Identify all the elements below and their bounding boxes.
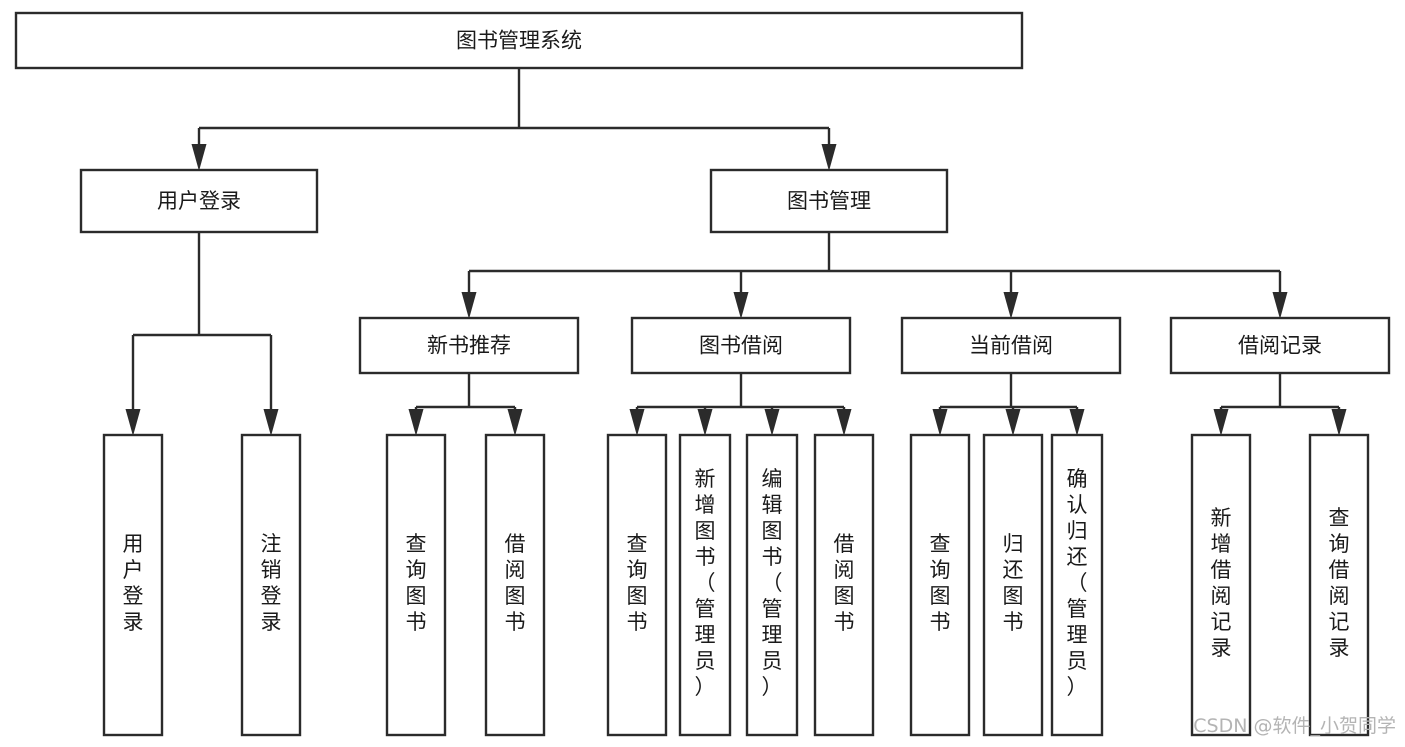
node-label-book-borrow: 图书借阅 bbox=[699, 334, 783, 358]
node-box-current-borrow[interactable] bbox=[900, 316, 1122, 375]
arrowhead-current-borrow bbox=[1003, 292, 1019, 319]
arrowhead-leaf-logout bbox=[263, 409, 279, 436]
arrowhead-leaf-borrow-book-1 bbox=[507, 409, 523, 436]
node-book-manage[interactable]: 图书管理 bbox=[709, 168, 949, 234]
node-box-leaf-edit-book[interactable] bbox=[745, 433, 799, 737]
node-box-leaf-user-login[interactable] bbox=[102, 433, 164, 737]
node-box-leaf-query-book-2[interactable] bbox=[606, 433, 668, 737]
arrowhead-new-book-rec bbox=[461, 292, 477, 319]
node-label-leaf-query-record: 查询借阅记录 bbox=[1329, 506, 1350, 660]
node-label-user-login: 用户登录 bbox=[157, 189, 241, 213]
node-box-leaf-query-record[interactable] bbox=[1308, 433, 1370, 737]
edge-group-book-manage bbox=[461, 232, 1288, 319]
edge-group-user-login bbox=[125, 232, 279, 436]
node-box-leaf-borrow-book-1[interactable] bbox=[484, 433, 546, 737]
node-box-user-login[interactable] bbox=[79, 168, 319, 234]
node-leaf-edit-book[interactable]: 编辑图书（管理员） bbox=[745, 433, 799, 737]
arrowhead-book-manage bbox=[821, 144, 837, 171]
arrowhead-leaf-add-book bbox=[697, 409, 713, 436]
node-leaf-confirm-return[interactable]: 确认归还（管理员） bbox=[1050, 433, 1104, 737]
node-box-new-book-rec[interactable] bbox=[358, 316, 580, 375]
node-box-leaf-return-book[interactable] bbox=[982, 433, 1044, 737]
node-label-leaf-borrow-book-1: 借阅图书 bbox=[505, 532, 526, 634]
arrowhead-book-borrow bbox=[733, 292, 749, 319]
node-label-leaf-query-book-3: 查询图书 bbox=[930, 532, 951, 634]
edge-group-root bbox=[191, 68, 837, 171]
node-leaf-add-record[interactable]: 新增借阅记录 bbox=[1190, 433, 1252, 737]
arrowhead-user-login bbox=[191, 144, 207, 171]
node-label-leaf-borrow-book-2: 借阅图书 bbox=[834, 532, 855, 634]
node-new-book-rec[interactable]: 新书推荐 bbox=[358, 316, 580, 375]
node-label-leaf-add-record: 新增借阅记录 bbox=[1211, 506, 1232, 660]
node-label-new-book-rec: 新书推荐 bbox=[427, 334, 511, 358]
node-leaf-return-book[interactable]: 归还图书 bbox=[982, 433, 1044, 737]
node-borrow-record[interactable]: 借阅记录 bbox=[1169, 316, 1391, 375]
edge-group-current-borrow bbox=[932, 373, 1085, 436]
node-box-borrow-record[interactable] bbox=[1169, 316, 1391, 375]
node-box-leaf-query-book-1[interactable] bbox=[385, 433, 447, 737]
node-label-book-manage: 图书管理 bbox=[787, 189, 871, 213]
arrowhead-leaf-user-login bbox=[125, 409, 141, 436]
node-label-root: 图书管理系统 bbox=[456, 29, 582, 53]
node-label-current-borrow: 当前借阅 bbox=[969, 334, 1053, 358]
node-leaf-query-record[interactable]: 查询借阅记录 bbox=[1308, 433, 1370, 737]
node-box-book-manage[interactable] bbox=[709, 168, 949, 234]
node-label-borrow-record: 借阅记录 bbox=[1238, 334, 1322, 358]
node-label-leaf-return-book: 归还图书 bbox=[1003, 532, 1024, 634]
arrowhead-leaf-query-record bbox=[1331, 409, 1347, 436]
node-label-leaf-query-book-2: 查询图书 bbox=[627, 532, 648, 634]
node-leaf-add-book[interactable]: 新增图书（管理员） bbox=[678, 433, 732, 737]
csdn-watermark: CSDN @软件_小贺同学 bbox=[1193, 715, 1396, 737]
node-box-root[interactable] bbox=[14, 11, 1024, 70]
arrowhead-leaf-return-book bbox=[1005, 409, 1021, 436]
arrowhead-leaf-edit-book bbox=[764, 409, 780, 436]
node-box-book-borrow[interactable] bbox=[630, 316, 852, 375]
arrowhead-leaf-confirm-return bbox=[1069, 409, 1085, 436]
node-label-leaf-confirm-return: 确认归还（管理员） bbox=[1067, 467, 1088, 699]
node-box-leaf-logout[interactable] bbox=[240, 433, 302, 737]
node-book-borrow[interactable]: 图书借阅 bbox=[630, 316, 852, 375]
node-current-borrow[interactable]: 当前借阅 bbox=[900, 316, 1122, 375]
node-box-leaf-confirm-return[interactable] bbox=[1050, 433, 1104, 737]
node-leaf-user-login[interactable]: 用户登录 bbox=[102, 433, 164, 737]
connector-layer bbox=[125, 68, 1347, 436]
arrowhead-leaf-query-book-2 bbox=[629, 409, 645, 436]
node-root[interactable]: 图书管理系统 bbox=[14, 11, 1024, 70]
node-box-leaf-query-book-3[interactable] bbox=[909, 433, 971, 737]
node-label-leaf-user-login: 用户登录 bbox=[123, 532, 144, 634]
node-box-leaf-add-record[interactable] bbox=[1190, 433, 1252, 737]
edge-group-book-borrow bbox=[629, 373, 852, 436]
edge-group-new-book-rec bbox=[408, 373, 523, 436]
node-leaf-query-book-1[interactable]: 查询图书 bbox=[385, 433, 447, 737]
arrowhead-leaf-query-book-3 bbox=[932, 409, 948, 436]
node-leaf-query-book-2[interactable]: 查询图书 bbox=[606, 433, 668, 737]
node-box-leaf-add-book[interactable] bbox=[678, 433, 732, 737]
edge-group-borrow-record bbox=[1213, 373, 1347, 436]
node-user-login[interactable]: 用户登录 bbox=[79, 168, 319, 234]
node-label-leaf-add-book: 新增图书（管理员） bbox=[695, 467, 716, 699]
arrowhead-leaf-borrow-book-2 bbox=[836, 409, 852, 436]
arrowhead-borrow-record bbox=[1272, 292, 1288, 319]
node-label-leaf-query-book-1: 查询图书 bbox=[406, 532, 427, 634]
node-label-leaf-edit-book: 编辑图书（管理员） bbox=[762, 467, 783, 699]
node-leaf-logout[interactable]: 注销登录 bbox=[240, 433, 302, 737]
node-leaf-borrow-book-2[interactable]: 借阅图书 bbox=[813, 433, 875, 737]
arrowhead-leaf-query-book-1 bbox=[408, 409, 424, 436]
node-leaf-borrow-book-1[interactable]: 借阅图书 bbox=[484, 433, 546, 737]
node-leaf-query-book-3[interactable]: 查询图书 bbox=[909, 433, 971, 737]
node-box-leaf-borrow-book-2[interactable] bbox=[813, 433, 875, 737]
node-layer: 图书管理系统用户登录图书管理新书推荐图书借阅当前借阅借阅记录用户登录注销登录查询… bbox=[14, 11, 1391, 737]
arrowhead-leaf-add-record bbox=[1213, 409, 1229, 436]
node-label-leaf-logout: 注销登录 bbox=[261, 532, 282, 634]
